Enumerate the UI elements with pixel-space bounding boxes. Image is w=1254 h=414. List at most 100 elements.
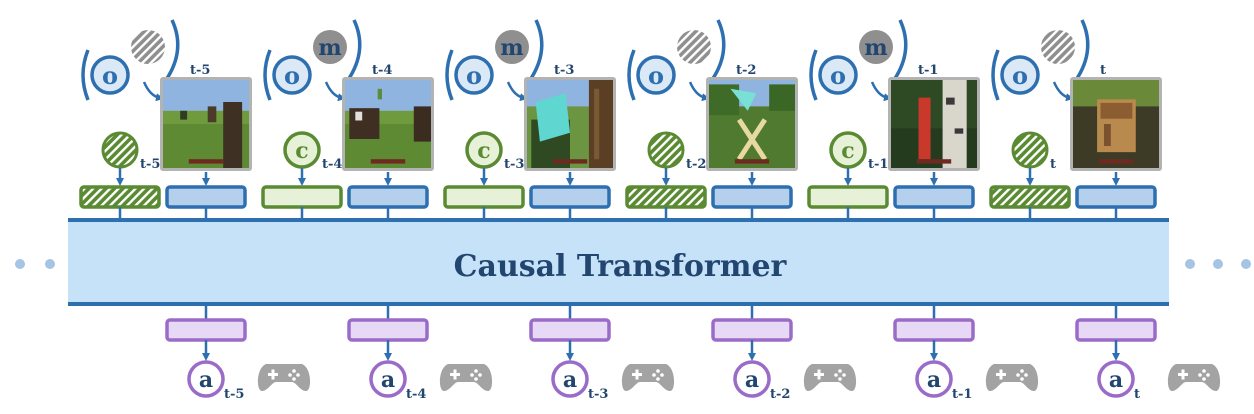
scene-content (891, 80, 977, 168)
observation-embedding (893, 185, 975, 209)
condition-embedding-masked (625, 185, 707, 209)
timestep-label-condition: t-1 (868, 157, 888, 172)
condition-token-masked (1011, 131, 1049, 169)
right-bracket (164, 19, 180, 81)
action-symbol: a (745, 367, 759, 393)
observation-memory-group: o t-2 (627, 19, 756, 102)
action-embedding (711, 318, 793, 342)
timestep-label-condition: t (1050, 157, 1056, 172)
timestep-label-action: t (1134, 387, 1140, 402)
right-bracket (528, 19, 544, 81)
observation-token (1000, 55, 1040, 95)
timestep-label-action: t-4 (406, 387, 426, 402)
observation-arrow (506, 81, 528, 102)
observation-embedding (165, 185, 247, 209)
observation-token (90, 55, 130, 95)
timestep-label-action: t-1 (952, 387, 972, 402)
action-token (915, 360, 953, 398)
observation-symbol: o (830, 61, 846, 90)
timestep-label-top: t-4 (372, 63, 392, 78)
condition-symbol: c (295, 138, 308, 164)
timestep-column: omt-1ct-1at-1 (807, 19, 1039, 402)
observation-memory-group: om t-4 (263, 19, 392, 102)
gamepad-icon (257, 364, 311, 391)
condition-embedding (443, 185, 525, 209)
left-bracket (627, 49, 636, 101)
memory-token-masked (131, 30, 165, 64)
ellipsis-dots-left-icon (15, 259, 55, 269)
observation-token (272, 55, 312, 95)
scene-content (1073, 80, 1159, 168)
action-embedding (529, 318, 611, 342)
observation-token (636, 55, 676, 95)
action-token (187, 360, 225, 398)
memory-token-masked (1041, 30, 1075, 64)
action-symbol: a (563, 367, 577, 393)
timestep-label-condition: t-5 (140, 157, 160, 172)
condition-embedding (807, 185, 889, 209)
timestep-label-top: t-2 (736, 63, 756, 78)
timestep-label-top: t-3 (554, 63, 574, 78)
left-bracket (991, 49, 1000, 101)
condition-symbol: c (477, 138, 490, 164)
transformer-body (68, 220, 1169, 304)
right-bracket (710, 19, 726, 81)
observation-token (454, 55, 494, 95)
scene-content (163, 80, 249, 168)
action-symbol: a (381, 367, 395, 393)
observation-symbol: o (102, 61, 118, 90)
timestep-label-top: t-1 (918, 63, 938, 78)
condition-embedding-masked (79, 185, 161, 209)
condition-symbol: c (841, 138, 854, 164)
observation-symbol: o (648, 61, 664, 90)
action-embedding (1075, 318, 1157, 342)
action-token (551, 360, 589, 398)
observation-memory-group: om t-1 (809, 19, 938, 102)
condition-token (829, 131, 867, 169)
observation-embedding (529, 185, 611, 209)
observation-symbol: o (1012, 61, 1028, 90)
condition-token-masked (647, 131, 685, 169)
action-token (369, 360, 407, 398)
right-bracket (1074, 19, 1090, 81)
gamepad-icon (1167, 364, 1221, 391)
observation-symbol: o (466, 61, 482, 90)
observation-token (818, 55, 858, 95)
observation-embedding (711, 185, 793, 209)
left-bracket (809, 49, 818, 101)
left-bracket (81, 49, 90, 101)
timestep-label-condition: t-2 (686, 157, 706, 172)
gamepad-icon (439, 364, 493, 391)
memory-token-masked (677, 30, 711, 64)
action-symbol: a (199, 367, 213, 393)
right-bracket (892, 19, 908, 81)
timestep-column: omt-3ct-3at-3 (443, 19, 675, 402)
condition-embedding (261, 185, 343, 209)
condition-token-masked (101, 131, 139, 169)
observation-symbol: o (284, 61, 300, 90)
timestep-column: om t-4 c t-4 a t-4 (261, 19, 493, 402)
scene-content (527, 80, 613, 168)
gamepad-icon (985, 364, 1039, 391)
action-token (733, 360, 771, 398)
observation-arrow (870, 81, 892, 102)
condition-token (283, 131, 321, 169)
right-bracket (346, 19, 362, 81)
gamepad-icon (803, 364, 857, 391)
timestep-label-action: t-2 (770, 387, 790, 402)
memory-symbol: m (318, 35, 341, 61)
memory-symbol: m (864, 35, 887, 61)
gamepad-icon (621, 364, 675, 391)
timestep-column: o t-2 t-2 a t-2 (625, 19, 857, 402)
scene-content (345, 80, 431, 168)
action-embedding (893, 318, 975, 342)
action-embedding (347, 318, 429, 342)
timestep-label-top: t (1100, 63, 1106, 78)
observation-embedding (1075, 185, 1157, 209)
left-bracket (263, 49, 272, 101)
